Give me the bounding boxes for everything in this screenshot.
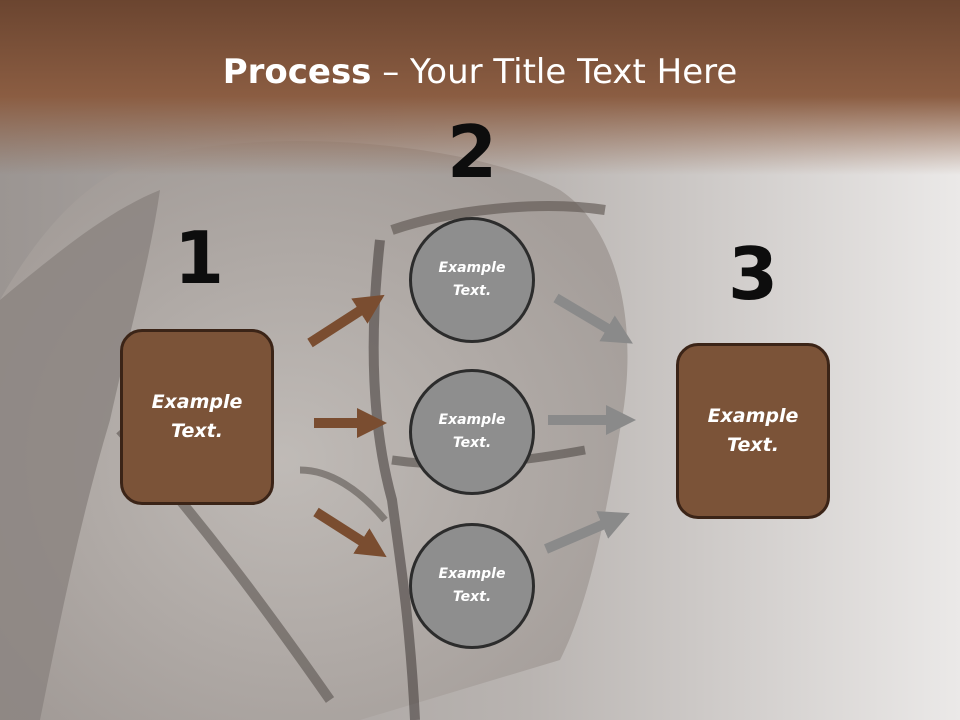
- process-circle-1: Example Text.: [409, 217, 535, 343]
- process-circle-3: Example Text.: [409, 523, 535, 649]
- output-box-line-1: Example: [707, 405, 799, 427]
- input-box-line-1: Example: [151, 391, 243, 413]
- input-box-text: Example Text.: [137, 388, 257, 446]
- circle-2-line-1: Example: [438, 412, 506, 428]
- circle-1-line-1: Example: [438, 260, 506, 276]
- circle-3-text: Example Text.: [427, 563, 517, 609]
- circle-1-text: Example Text.: [427, 257, 517, 303]
- arrow-input-to-circle-1: [307, 294, 385, 348]
- circle-1-line-2: Text.: [452, 283, 492, 299]
- step-number-1: 1: [173, 216, 225, 300]
- input-box: Example Text.: [120, 329, 274, 505]
- circle-2-text: Example Text.: [427, 409, 517, 455]
- output-box: Example Text.: [676, 343, 830, 519]
- arrow-circle-1-to-output: [553, 293, 633, 344]
- input-box-line-2: Text.: [171, 420, 223, 442]
- title-rest: – Your Title Text Here: [371, 52, 738, 92]
- step-number-2: 2: [446, 110, 498, 194]
- arrow-circle-3-to-output: [544, 511, 630, 554]
- slide-title: Process – Your Title Text Here: [0, 52, 960, 92]
- step-number-3: 3: [727, 232, 779, 316]
- circle-2-line-2: Text.: [452, 435, 492, 451]
- arrow-input-to-circle-3: [313, 507, 387, 558]
- output-box-line-2: Text.: [727, 434, 779, 456]
- circle-3-line-2: Text.: [452, 589, 492, 605]
- title-bold: Process: [222, 52, 372, 92]
- circle-3-line-1: Example: [438, 566, 506, 582]
- process-circle-2: Example Text.: [409, 369, 535, 495]
- output-box-text: Example Text.: [693, 402, 813, 460]
